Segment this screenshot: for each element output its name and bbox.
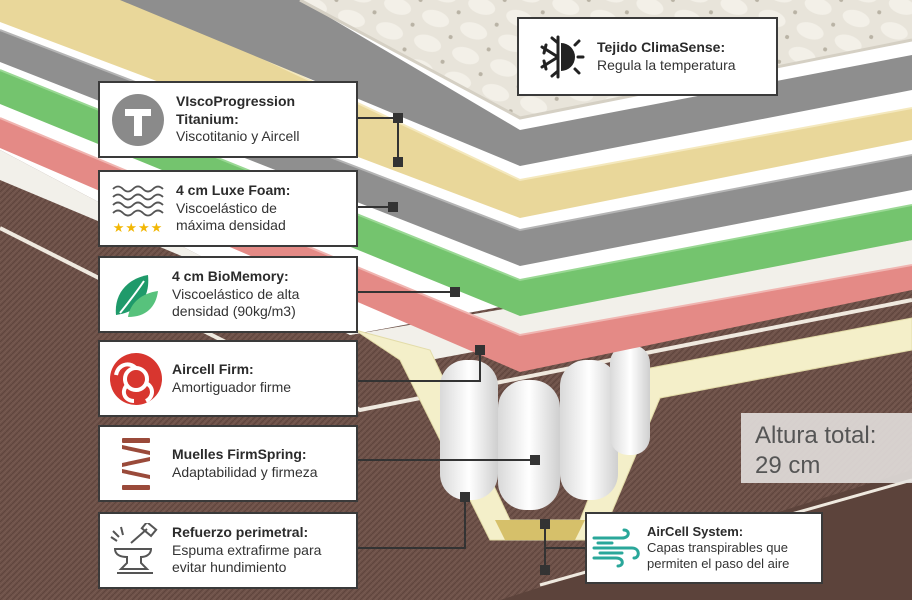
connector-lines (357, 113, 585, 575)
aircell-system-desc: Capas transpirables que permiten el paso… (647, 539, 790, 572)
callout-biomemory: 4 cm BioMemory: Viscoelástico de alta de… (98, 256, 358, 333)
muelles-desc: Adaptabilidad y firmeza (172, 463, 318, 480)
biomemory-desc: Viscoelástico de alta densidad (90kg/m3) (172, 285, 300, 320)
callout-aircell-system: AirCell System: Capas transpirables que … (585, 512, 823, 584)
luxe-foam-desc: Viscoelástico de máxima densidad (176, 199, 286, 234)
callout-refuerzo: Refuerzo perimetral: Espuma extrafirme p… (98, 512, 358, 589)
viscoprogression-desc: Viscotitanio y Aircell (176, 128, 300, 145)
foam-waves-icon (112, 185, 164, 216)
red-layer (0, 118, 912, 372)
pocket-spring-3 (560, 360, 618, 500)
callout-viscoprogression: VIscoProgression Titanium: Viscotitanio … (98, 81, 358, 158)
callout-aircell-firm: Aircell Firm: Amortiguador firme (98, 340, 358, 417)
total-height-title: Altura total: (755, 422, 877, 449)
callout-luxe-foam: ★★★★ 4 cm Luxe Foam: Viscoelástico de má… (98, 170, 358, 247)
callout-climasense: Tejido ClimaSense: Regula la temperatura (517, 17, 778, 96)
pocket-spring-2 (498, 380, 560, 510)
density-stars: ★★★★ (112, 219, 164, 235)
biomemory-title: 4 cm BioMemory: (172, 268, 289, 285)
total-height-value: 29 cm (755, 452, 821, 479)
aircell-system-title: AirCell System: (647, 523, 744, 539)
aircell-base-layer (495, 520, 585, 540)
pocket-spring-1 (440, 360, 498, 500)
callout-muelles: Muelles FirmSpring: Adaptabilidad y firm… (98, 425, 358, 502)
air-flow-icon (591, 522, 643, 574)
cream-layer (0, 0, 912, 218)
aircell-firm-title: Aircell Firm: (172, 361, 254, 377)
muelles-title: Muelles FirmSpring: (172, 446, 307, 462)
anvil-hammer-icon (106, 521, 166, 581)
green-layer (0, 70, 912, 316)
aircell-firm-desc: Amortiguador firme (172, 378, 292, 395)
titanium-t-icon (108, 90, 168, 150)
pocket-spring-4 (610, 345, 650, 455)
refuerzo-desc: Espuma extrafirme para evitar hundimient… (172, 541, 322, 576)
luxe-foam-title: 4 cm Luxe Foam: (176, 182, 291, 199)
aircell-firm-icon (106, 349, 166, 409)
spring-icon (106, 434, 166, 494)
total-height-label: Altura total: 29 cm (741, 413, 912, 483)
gray-layer-2 (0, 30, 912, 266)
snowflake-sun-icon (527, 26, 589, 88)
viscoprogression-title: VIscoProgression Titanium: (176, 93, 296, 127)
leaf-icon (106, 265, 166, 325)
refuerzo-title: Refuerzo perimetral: (172, 524, 309, 541)
gray-layer-1 (60, 0, 912, 166)
climasense-title: Tejido ClimaSense: (597, 39, 726, 55)
climasense-desc: Regula la temperatura (597, 56, 736, 73)
